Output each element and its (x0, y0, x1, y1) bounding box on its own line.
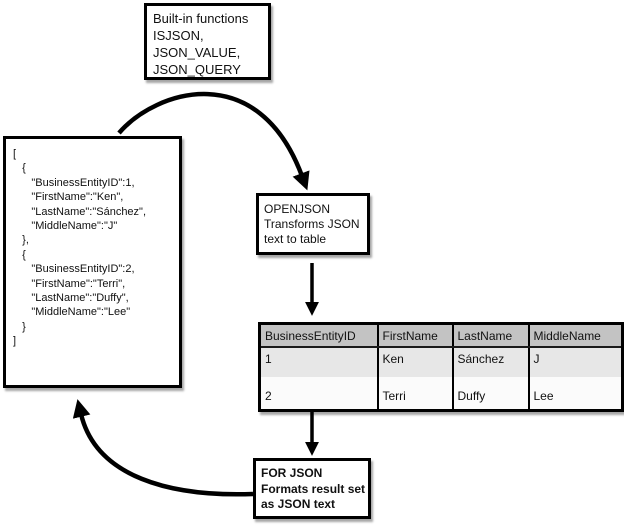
cell-businessentityid: 1 (259, 347, 378, 377)
table-row: 1 Ken Sánchez J (259, 347, 623, 377)
column-header-firstname: FirstName (376, 323, 453, 348)
openjson-text: OPENJSON Transforms JSON text to table (264, 202, 360, 246)
cell-lastname: Sánchez (451, 347, 529, 377)
cell-firstname: Terri (376, 377, 453, 411)
builtin-functions-box: Built-in functions ISJSON, JSON_VALUE, J… (144, 3, 271, 80)
builtin-functions-text: Built-in functions ISJSON, JSON_VALUE, J… (153, 11, 249, 77)
column-header-lastname: LastName (451, 323, 529, 348)
table-header-row: BusinessEntityID FirstName LastName Midd… (259, 323, 623, 348)
column-header-businessentityid: BusinessEntityID (259, 323, 378, 348)
cell-firstname: Ken (376, 347, 453, 377)
cell-middlename: Lee (527, 377, 623, 411)
cell-businessentityid: 2 (259, 377, 378, 411)
json-text: [ { "BusinessEntityID":1, "FirstName":"K… (13, 148, 147, 348)
table-row: 2 Terri Duffy Lee (259, 377, 623, 411)
cell-lastname: Duffy (451, 377, 529, 411)
forjson-text: FOR JSON Formats result set as JSON text (261, 466, 366, 511)
openjson-box: OPENJSON Transforms JSON text to table (256, 193, 370, 255)
arrow-forjson-to-json (72, 399, 254, 497)
cell-middlename: J (527, 347, 623, 377)
forjson-box: FOR JSON Formats result set as JSON text (253, 458, 371, 519)
result-table: BusinessEntityID FirstName LastName Midd… (258, 322, 624, 412)
json-text-box: [ { "BusinessEntityID":1, "FirstName":"K… (3, 136, 182, 388)
column-header-middlename: MiddleName (527, 323, 623, 348)
